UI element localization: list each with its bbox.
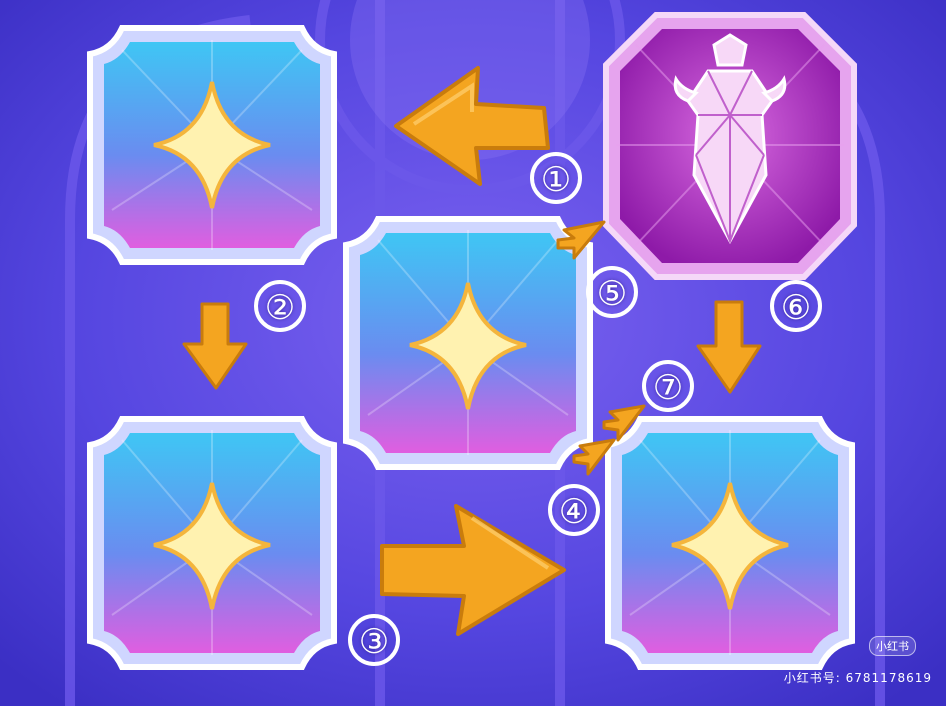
star-icon xyxy=(409,282,527,410)
star-tile-top-left[interactable] xyxy=(82,10,342,280)
watermark-text: 小红书号: 6781178619 xyxy=(783,671,932,685)
step-label-2: ② xyxy=(254,280,306,332)
star-icon xyxy=(671,482,789,610)
step-label-7: ⑦ xyxy=(642,360,694,412)
star-tile-bottom-left[interactable] xyxy=(82,405,342,690)
step-label-5: ⑤ xyxy=(586,266,638,318)
step-label-4: ④ xyxy=(548,484,600,536)
step-label-6: ⑥ xyxy=(770,280,822,332)
step-label-3: ③ xyxy=(348,614,400,666)
star-tile-bottom-right[interactable] xyxy=(600,405,860,690)
step-label-1: ① xyxy=(530,152,582,204)
relic-tile-top-right[interactable] xyxy=(596,5,864,295)
star-icon xyxy=(153,81,271,209)
star-icon xyxy=(153,482,271,610)
watermark-logo: 小红书 xyxy=(869,636,916,656)
star-tile-center[interactable] xyxy=(338,205,598,490)
